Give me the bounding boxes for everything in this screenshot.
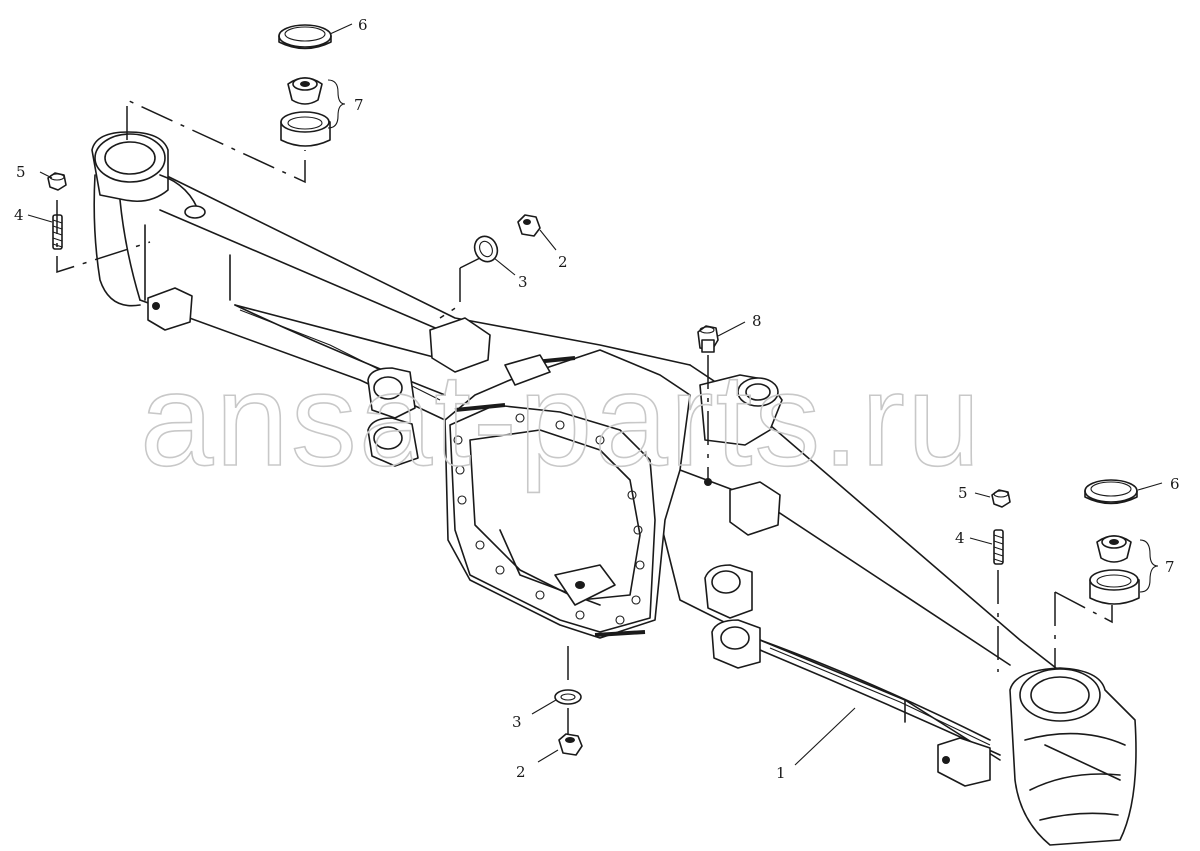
right-kingpin-boss: [1009, 667, 1137, 846]
bolt-right: [991, 489, 1011, 508]
callout-7-right: 7: [1165, 558, 1175, 576]
callout-4-left: 4: [14, 206, 24, 224]
assembly-lines: [56, 98, 1113, 735]
callout-4-right: 4: [955, 529, 965, 547]
callout-5-left: 5: [16, 163, 26, 181]
leader-lines: [27, 23, 1163, 766]
callout-5-right: 5: [958, 484, 968, 502]
breather-fitting: [697, 325, 719, 353]
left-kingpin-boss: [91, 131, 206, 307]
callout-numbers: 6 7 5 4 2 3 8 6 7 5 4 3 2 1: [14, 16, 1180, 782]
differential-housing: [429, 317, 783, 639]
plug-top: [517, 214, 541, 237]
mounting-ears: [367, 367, 761, 669]
seal-ring-left: [278, 24, 332, 50]
callout-3-bottom: 3: [512, 713, 522, 731]
bearing-left: [280, 77, 331, 147]
flange-bolt-holes: [453, 413, 645, 625]
seal-ring-right: [1084, 479, 1138, 505]
callout-7-left: 7: [354, 96, 364, 114]
plug-bottom: [558, 733, 583, 756]
callout-1: 1: [776, 764, 786, 782]
callout-6-left: 6: [358, 16, 368, 34]
watermark-text: ansat-parts.ru: [140, 346, 982, 493]
callout-8: 8: [752, 312, 762, 330]
callout-6-right: 6: [1170, 475, 1180, 493]
washer-bottom: [554, 689, 582, 705]
washer-top: [473, 235, 499, 263]
callout-3-top: 3: [518, 273, 528, 291]
axle-housing: [91, 131, 1137, 846]
stud-right: [993, 529, 1004, 565]
callout-2-top: 2: [558, 253, 568, 271]
bearing-right: [1089, 535, 1140, 605]
bolt-left: [47, 172, 67, 191]
callout-2-bottom: 2: [516, 763, 526, 781]
